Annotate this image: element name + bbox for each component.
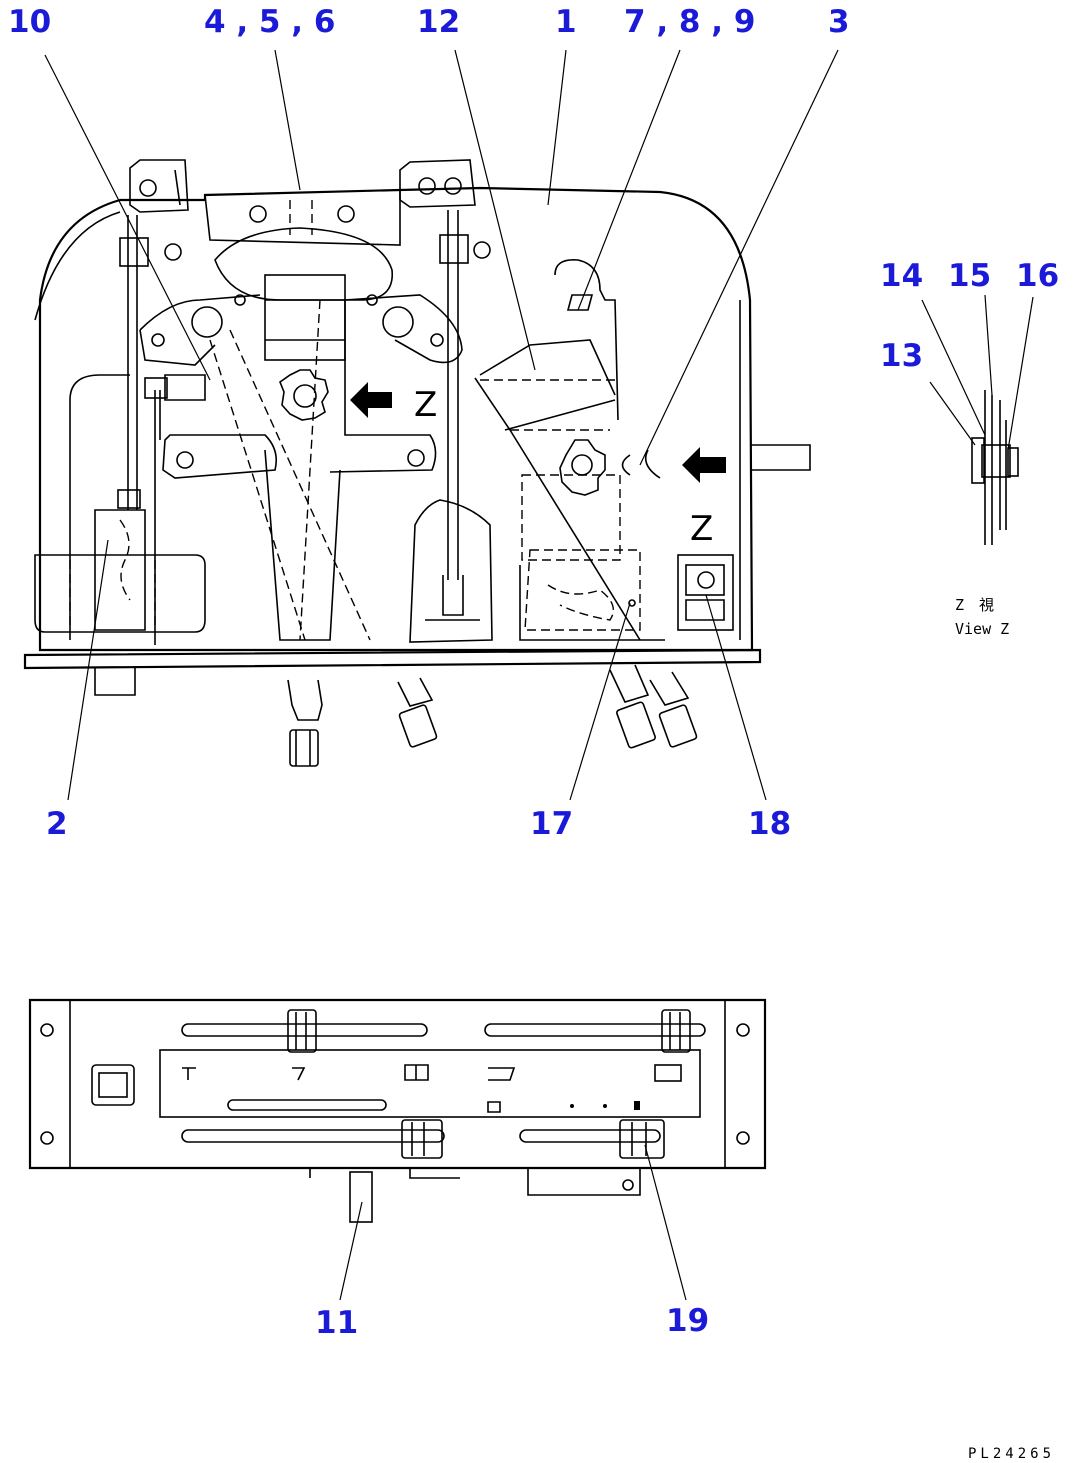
callout-17: 17 <box>530 806 573 842</box>
callout-3: 3 <box>828 4 850 40</box>
leader-lines <box>44 49 1034 1301</box>
callout-16: 16 <box>1016 258 1059 294</box>
view-z-label-2: Z <box>690 509 713 549</box>
callout-12: 12 <box>417 4 460 40</box>
callout-7-8-9: 7 , 8 , 9 <box>624 4 755 40</box>
callout-2: 2 <box>46 806 68 842</box>
callout-1: 1 <box>555 4 577 40</box>
view-z-caption-en: View Z <box>955 620 1009 638</box>
drawing-number: PL24265 <box>968 1446 1055 1462</box>
callout-14: 14 <box>880 258 923 294</box>
callout-10: 10 <box>8 4 51 40</box>
callout-18: 18 <box>748 806 791 842</box>
callout-4-5-6: 4 , 5 , 6 <box>204 4 335 40</box>
connector-plugs <box>287 664 698 767</box>
view-z-detail: Z 視 View Z <box>955 390 1019 638</box>
callout-19: 19 <box>666 1303 709 1339</box>
callout-11: 11 <box>315 1305 358 1341</box>
callout-13: 13 <box>880 338 923 374</box>
view-z-caption-jp: Z 視 <box>955 596 994 614</box>
callout-numbers: 10 4 , 5 , 6 12 1 7 , 8 , 9 3 14 15 16 1… <box>8 4 1059 1341</box>
view-z-label-1: Z <box>414 385 437 425</box>
upper-assembly: Z Z <box>23 159 811 767</box>
callout-15: 15 <box>948 258 991 294</box>
control-panel <box>28 998 767 1223</box>
